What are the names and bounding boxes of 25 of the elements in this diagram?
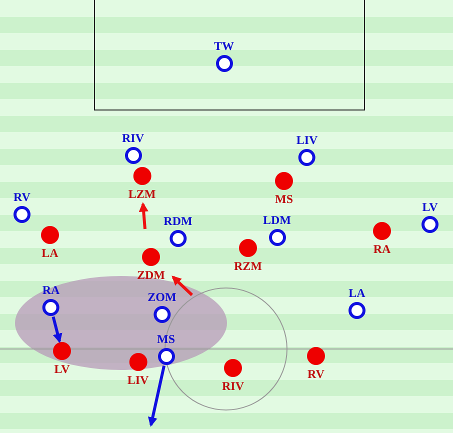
player-label: RIV [222,379,244,393]
player-label: LA [348,286,366,300]
player-label: RDM [164,214,192,228]
player-label: RV [308,367,324,381]
player-label: LA [42,246,58,260]
player-label: ZOM [148,290,176,304]
movement-arrow [148,365,166,427]
player-label: LIV [296,133,318,147]
player-label: RZM [234,259,262,273]
player-label: LDM [263,213,291,227]
player-label: MS [275,192,293,206]
player-label: RIV [122,131,144,145]
player-label: MS [157,332,175,346]
player-label: ZDM [137,268,165,282]
movement-arrow [172,276,194,296]
player-label: LZM [128,187,156,201]
movement-arrow [52,316,62,344]
player-label: RA [373,242,391,256]
player-label: RA [42,283,60,297]
player-label: LV [54,362,70,376]
player-label: RV [14,190,30,204]
player-label: LV [422,200,438,214]
player-label: TW [214,39,234,53]
movement-arrow [138,202,148,230]
player-label: LIV [127,373,149,387]
